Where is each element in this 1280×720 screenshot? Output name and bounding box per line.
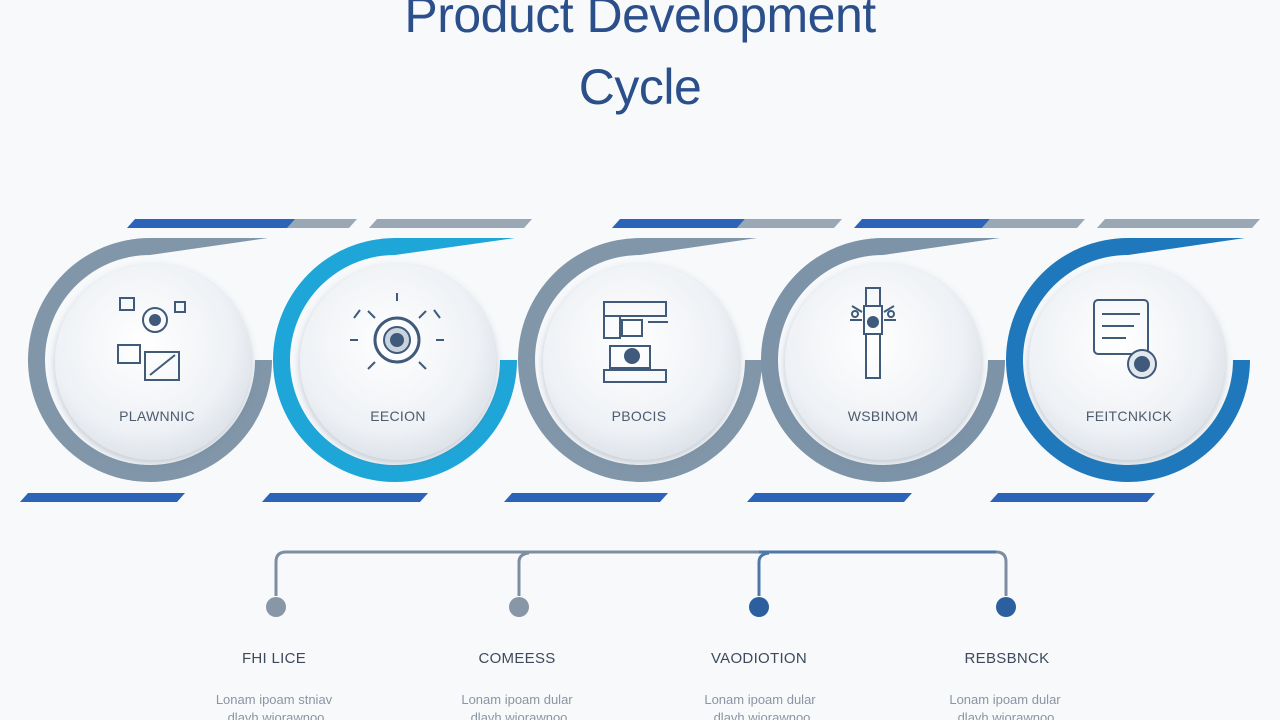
- timeline-dot-2: [509, 597, 529, 617]
- timeline-desc-3b: dlavh wiorawnoo: [714, 710, 811, 720]
- timeline-desc-1a: Lonam ipoam stniav: [216, 692, 333, 707]
- timeline-dot-4: [996, 597, 1016, 617]
- stage-label-5: FEITCNKICK: [1086, 408, 1173, 424]
- feedback-document-icon: [1093, 299, 1157, 379]
- top-bar-1b: [287, 219, 357, 228]
- timeline-stem-2: [517, 551, 530, 596]
- stage-circle-3: [543, 264, 739, 460]
- bottom-bar-2: [262, 493, 428, 502]
- timeline-connector: [274, 550, 1008, 596]
- top-bars: [127, 219, 1260, 228]
- timeline-desc-4b: dlavh wiorawnoo: [958, 710, 1055, 720]
- top-bar-1: [127, 219, 300, 228]
- stage-circle-1: [55, 264, 251, 460]
- process-machine-icon: [603, 301, 668, 383]
- stage-circles: [55, 264, 1225, 460]
- design-gear-icon: [350, 293, 444, 370]
- page-title-line-2: Cycle: [578, 59, 702, 115]
- bottom-bar-3: [504, 493, 668, 502]
- stage-label-3: PBOCIS: [612, 408, 667, 424]
- top-bar-4: [854, 219, 990, 228]
- stage-circle-5: [1029, 264, 1225, 460]
- timeline-dot-3: [749, 597, 769, 617]
- timeline-stem-3: [757, 551, 770, 596]
- planning-gear-icon: [117, 297, 186, 381]
- top-bar-2: [369, 219, 532, 228]
- timeline-label-4: REBSBNCK: [965, 650, 1050, 667]
- timeline-label-3: VAODIOTION: [711, 650, 807, 667]
- timeline-label-2: COMEESS: [478, 650, 555, 667]
- timeline-desc-2b: dlavh wiorawnoo: [471, 710, 568, 720]
- stage-label-2: EECION: [370, 408, 425, 424]
- stage-circle-4: [785, 264, 981, 460]
- timeline-desc-1b: dlavh wiorawnoo: [228, 710, 325, 720]
- timeline-dot-1: [266, 597, 286, 617]
- timeline-label-1: FHI LICE: [242, 650, 306, 667]
- top-bar-5: [1097, 219, 1260, 228]
- timeline-bar: [274, 550, 1008, 596]
- timeline-desc-4a: Lonam ipoam dular: [949, 692, 1061, 707]
- top-bar-3b: [737, 219, 842, 228]
- timeline-desc-2a: Lonam ipoam dular: [461, 692, 573, 707]
- stage-label-4: WSBINOM: [848, 408, 919, 424]
- timeline-desc-3a: Lonam ipoam dular: [704, 692, 816, 707]
- top-bar-3: [612, 219, 745, 228]
- bottom-bar-5: [990, 493, 1155, 502]
- bottom-bar-1: [20, 493, 185, 502]
- stage-label-1: PLAWNNIC: [119, 408, 195, 424]
- tool-wrench-icon: [850, 287, 896, 379]
- page-title-line-1: Product Development: [404, 0, 876, 43]
- top-bar-4b: [982, 219, 1085, 228]
- bottom-bar-4: [747, 493, 912, 502]
- bottom-bars: [20, 493, 1155, 502]
